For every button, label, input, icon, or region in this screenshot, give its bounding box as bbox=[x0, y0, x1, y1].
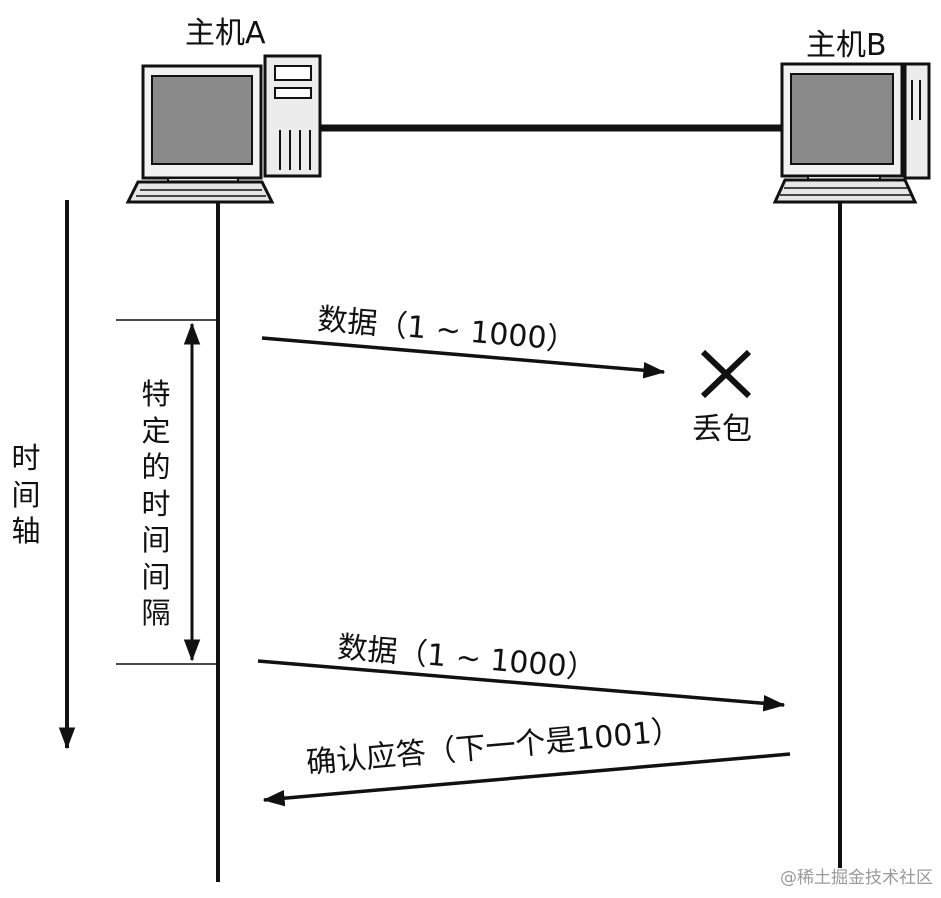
ack-arrow bbox=[262, 752, 791, 807]
time-axis-label: 时间轴 bbox=[11, 441, 41, 548]
interval-label: 特定的时间间隔 bbox=[141, 377, 171, 630]
host-a-computer-icon bbox=[125, 54, 322, 204]
watermark: @稀土掘金技术社区 bbox=[780, 868, 933, 888]
host-b-label: 主机B bbox=[806, 28, 887, 63]
packet-loss-label: 丢包 bbox=[692, 412, 752, 447]
first-send-arrow bbox=[261, 336, 666, 379]
retransmit-arrow bbox=[257, 659, 786, 712]
host-a-label: 主机A bbox=[185, 16, 266, 51]
host-b-computer-icon bbox=[772, 62, 931, 204]
packet-loss-cross-icon bbox=[700, 349, 752, 399]
